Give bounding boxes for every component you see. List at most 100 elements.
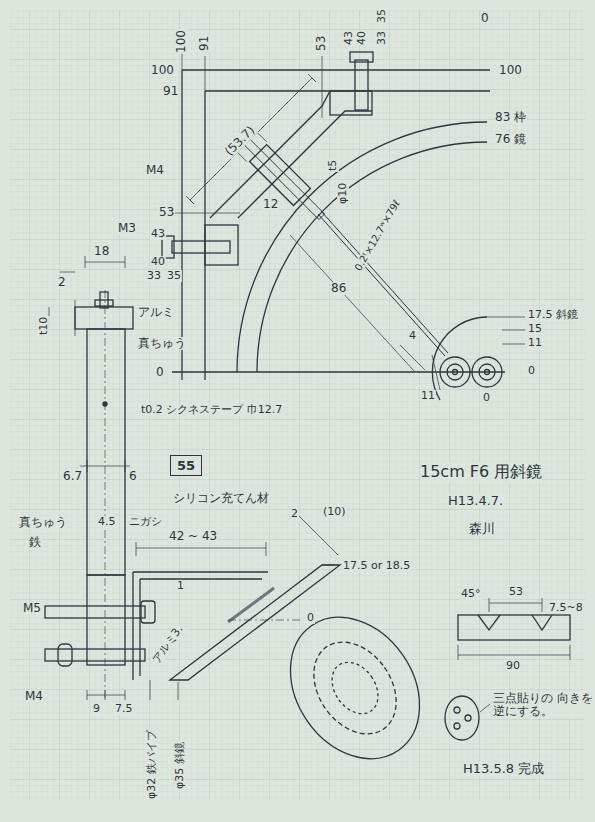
drawing-label: 90 [505, 660, 521, 672]
leader-line [150, 680, 178, 700]
bolt-head [141, 601, 155, 623]
drawing-label: 53 [315, 35, 328, 52]
top-view [447, 364, 463, 380]
secondary-mirror [170, 565, 340, 680]
dimension-line [136, 542, 266, 556]
top-view [162, 52, 525, 400]
drawing-label: 35 [376, 8, 388, 24]
bolt-head [350, 52, 373, 62]
mirror-ellipse [264, 592, 446, 783]
drawing-label: 6.7 [62, 470, 83, 483]
center-line [228, 620, 300, 621]
top-view [485, 370, 490, 375]
drawing-label: 1 [176, 580, 185, 592]
drawing-label: 6 [128, 470, 138, 483]
drawing-label: 真ちゅう [18, 516, 68, 529]
drawing-label: 53 [158, 206, 175, 219]
drawing-label: 33 [376, 30, 388, 46]
top-view [440, 357, 470, 387]
drawing-label: 17.5 斜鏡 [527, 309, 579, 321]
top-bolt [355, 60, 368, 110]
drawing-label: 17.5 or 18.5 [342, 560, 411, 572]
drawing-label: 0 [527, 365, 536, 377]
three-point-detail [445, 696, 479, 740]
drawing-label: 0 [482, 392, 491, 404]
lower-block [87, 575, 125, 665]
mirror-ellipse [297, 626, 413, 749]
drawing-label: 0 [155, 366, 165, 379]
v-groove [478, 615, 552, 630]
side-view [103, 402, 107, 406]
drawing-label: M4 [24, 690, 44, 703]
bolt-head [58, 644, 72, 666]
frame-line [172, 70, 505, 380]
drawing-label: 4 [408, 330, 417, 342]
drawing-label: 三点貼りの 向きを逆にする。 [492, 692, 594, 718]
left-block [205, 225, 238, 265]
l-bracket [133, 572, 268, 680]
drawing-label: 42 ~ 43 [168, 530, 218, 543]
drawing-label: 35 [166, 270, 182, 282]
drawing-label: 4.5 [97, 516, 117, 528]
drawing-label: 真ちゅう [137, 337, 187, 350]
three-point-detail [445, 696, 479, 740]
drawing-label: φ32 鉄パイプ [146, 729, 158, 800]
drawing-label: 33 [146, 270, 162, 282]
drawing-label: 0 [306, 612, 315, 624]
m5-bolt [45, 606, 145, 618]
drawing-label: シリコン充てん材 [172, 492, 270, 505]
drawing-label: 86 [330, 282, 347, 295]
drawing-label: M4 [145, 164, 165, 177]
three-point-detail [454, 707, 460, 713]
drawing-label: 100 [175, 29, 188, 54]
drawing-label: 7.5 [114, 703, 134, 715]
drawing-label: 45° [460, 588, 482, 600]
groove-block [458, 615, 570, 640]
dimension-line [87, 690, 125, 700]
dimension-value: 55 [177, 458, 195, 473]
drawing-label: t0.2 シクネステープ 巾12.7 [140, 404, 283, 416]
mirror-arc [257, 142, 487, 372]
drawing-label: t5 [327, 159, 339, 172]
drawing-label: 83 枠 [494, 111, 527, 124]
drawing-label: アルミ3. [150, 623, 186, 667]
mirror-ellipse [264, 592, 446, 783]
drawing-label: 18 [93, 245, 110, 258]
tube-arc [237, 122, 487, 372]
cap [75, 307, 133, 329]
three-point-detail [465, 715, 471, 721]
left-bolt [172, 241, 230, 253]
top-block [330, 91, 372, 115]
drawing-label: H13.4.7. [447, 494, 504, 508]
drawing-label: アルミ [137, 306, 175, 319]
drawing-label: 11 [527, 337, 543, 349]
mirror-ellipse [323, 654, 388, 723]
drawing-label: M3 [117, 222, 137, 235]
dimension-line [186, 74, 316, 204]
drawing-label: 2 [57, 276, 67, 289]
drawing-label: 0.2ᵗ×12.7ʷ×79ℓ [352, 197, 402, 273]
dimension-line [80, 460, 130, 472]
drawing-label: 7.5~8 [548, 602, 584, 614]
bracket-plate [210, 91, 372, 218]
drawing-label: 91 [162, 85, 179, 98]
drawing-label: 40 [356, 30, 368, 46]
three-point-detail [454, 723, 460, 729]
drawing-label: 40 [150, 256, 166, 268]
mirror-holder [241, 136, 324, 219]
drawing-label: 森川 [468, 522, 496, 536]
m4-bolt [45, 649, 145, 661]
leader-line [487, 317, 525, 344]
dimension-line [290, 235, 415, 372]
drawing-label: 76 鏡 [494, 133, 527, 146]
drawing-label: 鉄 [28, 536, 42, 549]
silicone-pad [228, 588, 274, 622]
dimension-line [298, 515, 338, 565]
drawing-label: (10) [322, 506, 347, 518]
drawing-label: 43 [150, 228, 166, 240]
dimension-box: 55 [170, 455, 202, 476]
drawing-label: 100 [498, 64, 523, 77]
leader-line [480, 704, 490, 712]
